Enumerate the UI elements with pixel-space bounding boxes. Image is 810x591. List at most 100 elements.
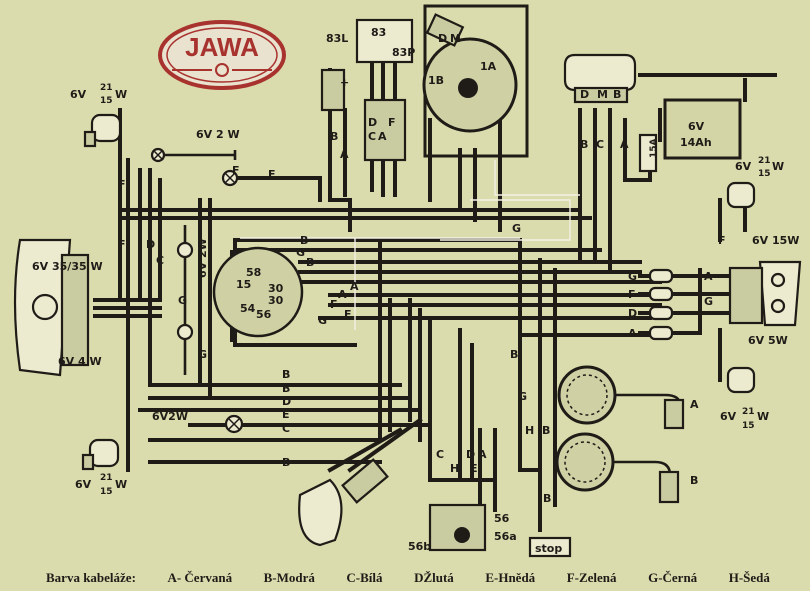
- svg-text:C: C: [436, 448, 444, 461]
- svg-text:21: 21: [742, 407, 755, 417]
- svg-text:14Ah: 14Ah: [680, 136, 712, 149]
- svg-text:D: D: [466, 448, 475, 461]
- svg-text:15: 15: [742, 421, 755, 431]
- svg-text:B: B: [613, 88, 621, 101]
- svg-text:M: M: [597, 88, 608, 101]
- svg-text:6V: 6V: [75, 478, 92, 491]
- legend-item: E-Hnědá: [485, 570, 536, 585]
- svg-text:56: 56: [494, 512, 510, 525]
- svg-text:B: B: [300, 234, 308, 247]
- svg-text:6V: 6V: [720, 410, 737, 423]
- rear-right-lower-indicator: 6V 21 15 W: [720, 366, 769, 431]
- svg-text:G: G: [198, 348, 207, 361]
- svg-text:D: D: [628, 307, 637, 320]
- jawa-logo: JAWA: [158, 20, 286, 90]
- svg-text:D: D: [580, 88, 589, 101]
- svg-text:B: B: [282, 368, 290, 381]
- svg-text:D: D: [368, 116, 377, 129]
- svg-text:W: W: [115, 88, 127, 101]
- ignition-switch-box: 58 15 30 30 54 56: [212, 246, 304, 338]
- horn: [298, 458, 389, 547]
- svg-text:A: A: [620, 138, 629, 151]
- svg-text:B: B: [543, 492, 551, 505]
- neutral-lamp: 6V 2W: [176, 225, 209, 375]
- svg-text:6V: 6V: [70, 88, 87, 101]
- svg-text:15: 15: [236, 278, 251, 291]
- rear-right-upper-indicator: 6V 21 15 W: [726, 156, 784, 209]
- svg-text:H: H: [525, 424, 534, 437]
- svg-text:M: M: [450, 32, 461, 45]
- front-left-lower-indicator: 6V 21 15 W: [75, 438, 127, 497]
- svg-text:F: F: [232, 164, 240, 177]
- svg-text:B: B: [580, 138, 588, 151]
- legend-item: B-Modrá: [263, 570, 315, 585]
- svg-text:D: D: [438, 32, 447, 45]
- voltage-regulator: D M B: [563, 53, 637, 104]
- svg-text:A: A: [690, 398, 699, 411]
- svg-text:1A: 1A: [480, 60, 497, 73]
- svg-text:A: A: [338, 288, 347, 301]
- right-connectors: [648, 268, 674, 341]
- wire-harness: [93, 53, 777, 532]
- svg-text:G: G: [512, 222, 521, 235]
- svg-text:15: 15: [100, 487, 113, 497]
- fuse: 15A: [638, 133, 659, 173]
- svg-text:G: G: [704, 295, 713, 308]
- svg-text:30: 30: [268, 282, 284, 295]
- legend-item: C-Bílá: [346, 570, 383, 585]
- headlamp: 6V 35/35 W 6V 4 W: [13, 238, 103, 377]
- svg-text:G: G: [178, 294, 187, 307]
- svg-text:B: B: [330, 130, 338, 143]
- stop-switch: stop: [528, 536, 572, 558]
- svg-text:G: G: [318, 314, 327, 327]
- svg-text:A: A: [378, 130, 387, 143]
- front-left-upper-indicator: 6V 21 15 W: [70, 83, 127, 148]
- svg-text:E: E: [470, 462, 478, 475]
- svg-text:stop: stop: [535, 542, 562, 555]
- svg-text:21: 21: [100, 83, 113, 93]
- ignition-coil-a: A: [557, 365, 699, 430]
- svg-text:E: E: [344, 308, 352, 321]
- legend-item: G-Černá: [648, 570, 698, 585]
- svg-text:A: A: [704, 270, 713, 283]
- headlamp-rating: 6V 35/35 W: [32, 260, 103, 273]
- svg-text:F: F: [330, 298, 338, 311]
- svg-text:83L: 83L: [326, 32, 348, 45]
- svg-text:54: 54: [240, 302, 256, 315]
- svg-text:6V: 6V: [688, 120, 705, 133]
- svg-text:B: B: [542, 424, 550, 437]
- svg-text:6V: 6V: [735, 160, 752, 173]
- legend-item: H-Šedá: [728, 570, 770, 585]
- svg-text:E: E: [282, 408, 290, 421]
- lower-lamp: 6V2W: [152, 410, 244, 434]
- svg-text:B: B: [282, 456, 290, 469]
- svg-text:C: C: [156, 254, 164, 267]
- svg-text:G: G: [628, 270, 637, 283]
- svg-text:21: 21: [758, 156, 771, 166]
- svg-text:A: A: [628, 327, 637, 340]
- svg-text:F: F: [268, 168, 276, 181]
- svg-text:F: F: [628, 288, 636, 301]
- svg-text:F: F: [388, 116, 396, 129]
- svg-text:1B: 1B: [428, 74, 444, 87]
- svg-text:B: B: [306, 256, 314, 269]
- flasher-relay: + 83L 83 83P: [320, 18, 415, 162]
- svg-text:A: A: [478, 448, 487, 461]
- pilot-lamp-rating: 6V 4 W: [58, 355, 102, 368]
- svg-text:21: 21: [100, 473, 113, 483]
- svg-text:F: F: [118, 238, 126, 251]
- battery: 6V 14Ah: [663, 98, 742, 160]
- svg-text:15: 15: [100, 96, 113, 106]
- wire-color-legend: Barva kabeláže: A- Červaná B-Modrá C-Bíl…: [0, 570, 810, 591]
- svg-text:F: F: [118, 178, 126, 191]
- legend-item: DŽlutá: [414, 570, 454, 585]
- svg-text:D: D: [146, 238, 155, 251]
- svg-text:B: B: [690, 474, 698, 487]
- svg-text:56: 56: [256, 308, 272, 321]
- svg-text:30: 30: [268, 294, 284, 307]
- svg-text:6V 5W: 6V 5W: [748, 334, 788, 347]
- svg-text:H: H: [450, 462, 459, 475]
- svg-text:F: F: [718, 234, 726, 247]
- wire-labels: B A D F A C B C A F F D C G G B G B A F …: [118, 116, 726, 505]
